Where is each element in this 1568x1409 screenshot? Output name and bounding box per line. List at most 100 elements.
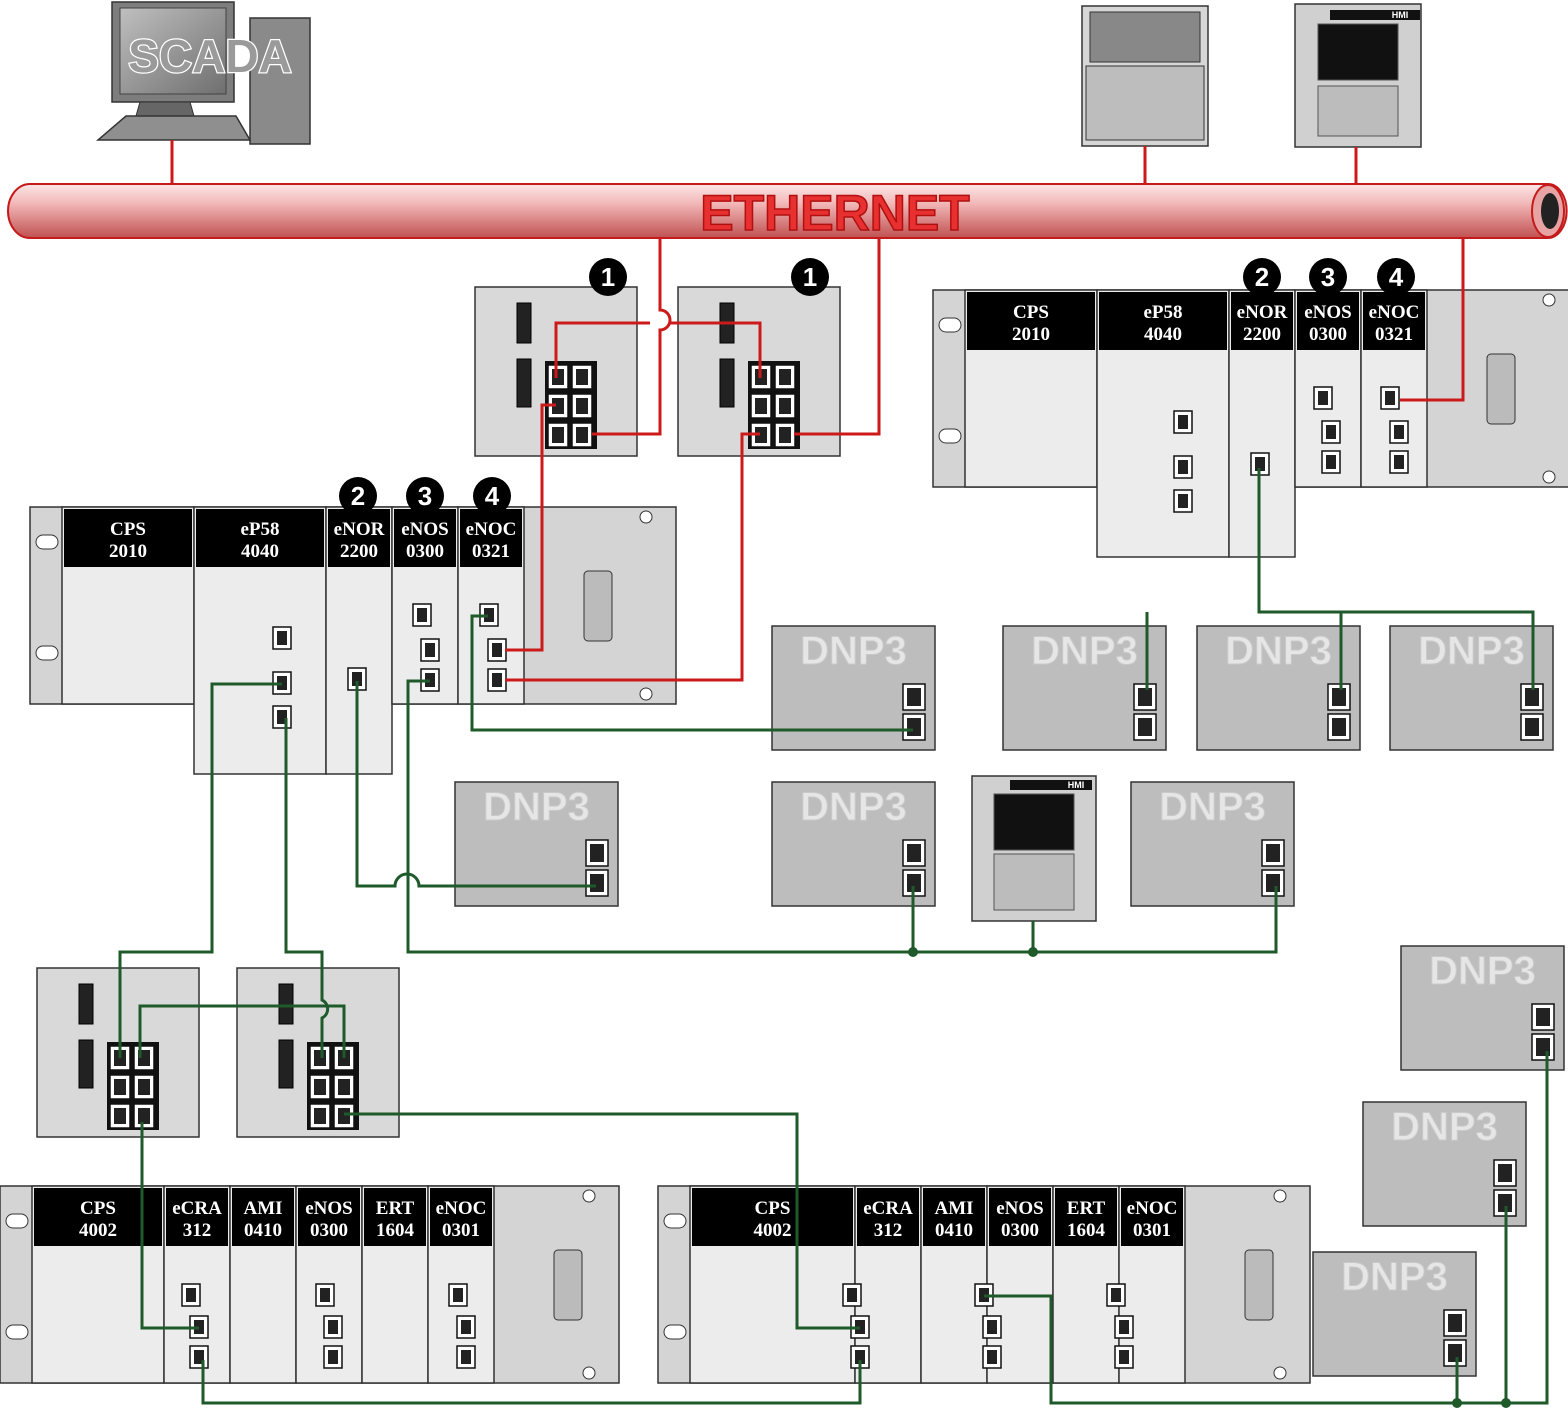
badge-number: 3 (1321, 262, 1335, 292)
ethernet-drop (794, 238, 881, 436)
port-socket (352, 672, 362, 686)
module-label-line1: eNOS (1304, 302, 1352, 323)
port-socket (314, 1108, 326, 1124)
ethernet-port (902, 683, 926, 711)
rack-slot-hole (5, 1324, 29, 1340)
module-label-line2: 312 (183, 1220, 212, 1241)
port-socket (425, 643, 435, 657)
switch-led-strip (516, 302, 532, 344)
module-label-line2: 0321 (1375, 324, 1413, 345)
rack-screw (639, 687, 653, 701)
port-socket (1178, 415, 1188, 429)
dnp3-device: DNP3 (1312, 1251, 1477, 1377)
switch-led-strip (278, 1039, 294, 1089)
module-label-line1: eNOR (334, 519, 385, 540)
module-label-plate (64, 509, 192, 567)
module-label-line1: ERT (1067, 1198, 1106, 1219)
port-socket (1385, 391, 1395, 405)
port-socket (1394, 425, 1404, 439)
port-socket (314, 1050, 326, 1066)
ethernet-port (750, 393, 772, 419)
ethernet-port (1133, 683, 1157, 711)
dnp3-device: DNP3 (1130, 781, 1295, 907)
module-label-line2: 0300 (1309, 324, 1347, 345)
module-label-line2: 2010 (1012, 324, 1050, 345)
ethernet-switch (677, 286, 841, 457)
port-socket (328, 1350, 338, 1364)
ethernet-port (1520, 713, 1544, 741)
module-label-plate (166, 1188, 228, 1246)
module-label-plate (967, 292, 1095, 350)
ecra-ring (201, 1360, 862, 1405)
port-socket (1525, 688, 1539, 706)
ethernet-port (1327, 683, 1351, 711)
module-label-plate (1231, 292, 1293, 350)
port-socket (1525, 718, 1539, 736)
port-socket (461, 1320, 471, 1334)
module-label-plate (857, 1188, 919, 1246)
ethernet-label: ETHERNET (700, 185, 969, 241)
ethernet-port (420, 638, 440, 662)
dnp3-label: DNP3 (1341, 1255, 1448, 1299)
switch-led-strip (516, 358, 532, 408)
switch-led-strip (719, 358, 735, 408)
module-label-line1: eCRA (863, 1198, 913, 1219)
rack-screw (582, 1189, 596, 1203)
ethernet-port (272, 705, 292, 729)
port-socket (552, 398, 564, 414)
badge-circle (589, 258, 627, 296)
dnp3-label: DNP3 (1159, 785, 1266, 829)
port-socket (453, 1288, 463, 1302)
port-socket (576, 398, 588, 414)
ethernet-port (902, 839, 926, 867)
ethernet-port (842, 1283, 862, 1307)
ethernet-port (1261, 839, 1285, 867)
module-label-line1: AMI (934, 1198, 973, 1219)
badge-number: 3 (418, 481, 432, 511)
ethernet-port (547, 364, 569, 390)
rack-slot-hole (663, 1213, 687, 1229)
module-label-line2: 0300 (310, 1220, 348, 1241)
ethernet-port (1173, 410, 1193, 434)
ethernet-port (1520, 683, 1544, 711)
dnp3-device: DNP3 (1389, 625, 1554, 751)
ethernet-port (1321, 450, 1341, 474)
ethernet-port (1531, 1003, 1555, 1031)
ethernet-port (902, 713, 926, 741)
badge-circle (473, 477, 511, 515)
callout-badge-enor: 2 (339, 477, 377, 515)
ethernet-port (1321, 420, 1341, 444)
ethernet-port (333, 1074, 355, 1100)
ethernet-port (333, 1103, 355, 1129)
callout-badge-enos: 3 (406, 477, 444, 515)
ethernet-port (1443, 1339, 1467, 1367)
ethernet-port (448, 1283, 468, 1307)
module-label-plate (1099, 292, 1227, 350)
ethernet-port (309, 1103, 331, 1129)
badge-number: 4 (1389, 262, 1404, 292)
rack-slot-hole (35, 645, 59, 661)
port-socket (114, 1108, 126, 1124)
port-socket (1326, 455, 1336, 469)
module-label-line2: 2200 (340, 541, 378, 562)
module-label-line2: 1604 (1067, 1220, 1106, 1241)
module-label-line1: eNOS (401, 519, 449, 540)
port-socket (907, 844, 921, 862)
ethernet-port (1531, 1033, 1555, 1061)
ethernet-port (133, 1103, 155, 1129)
ethernet-port (181, 1283, 201, 1307)
ethernet-port (982, 1315, 1002, 1339)
port-socket (186, 1288, 196, 1302)
rack-screw (1273, 1366, 1287, 1380)
port-socket (1119, 1320, 1129, 1334)
dnp3-network (406, 679, 1278, 954)
rack-connector (583, 570, 613, 642)
